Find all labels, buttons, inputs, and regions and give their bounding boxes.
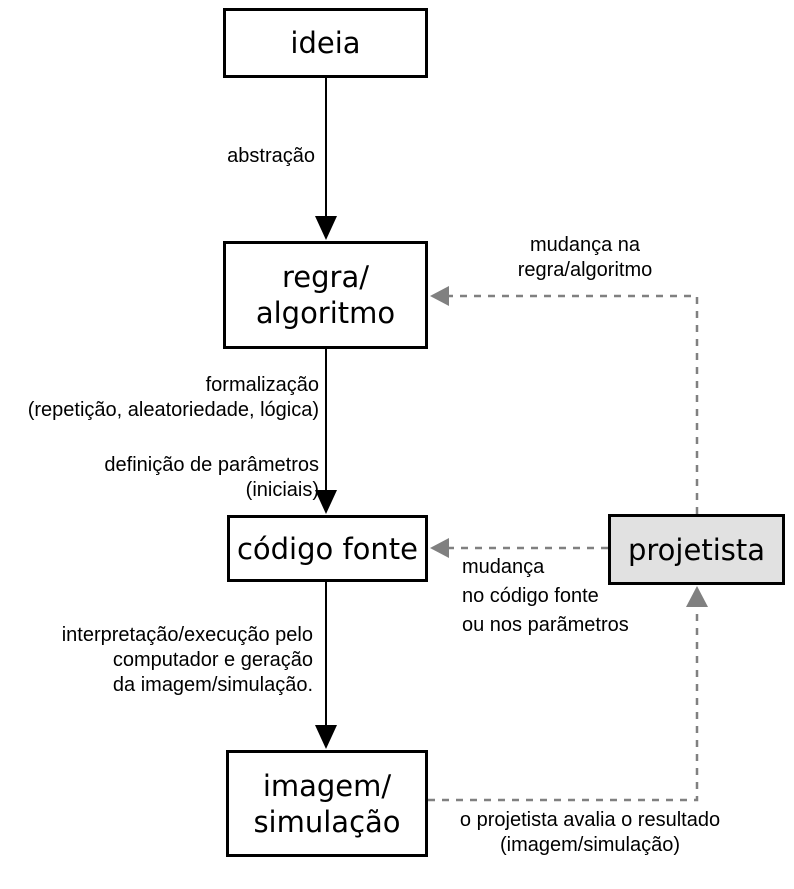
avaliacao-edge-label-line2: (imagem/simulação) [499, 834, 681, 856]
abstracao-edge-label-text: abstração [227, 145, 315, 167]
ideia-box-label: ideia [290, 26, 361, 60]
codigo-fonte-box: código fonte [227, 515, 428, 582]
projetista-box-label: projetista [627, 532, 765, 567]
arrowhead-down-icon [315, 216, 337, 240]
interpretacao-edge-label-line2: computador e geração [112, 649, 313, 671]
regra-algoritmo-box-label-line2: algoritmo [255, 296, 396, 330]
imagem-simulacao-box-label-line1: imagem/ [262, 768, 392, 803]
mudanca-regra-edge-label-line1: mudança na [529, 234, 641, 256]
mudanca-codigo-edge-label-line1: mudança [462, 556, 545, 578]
arrowhead-down-icon [315, 490, 337, 514]
imagem-simulacao-box: imagem/ simulação [226, 750, 428, 857]
arrow-regra-to-codigo [315, 349, 337, 514]
definicao-parametros-edge-label-line1: definição de parâmetros [104, 454, 319, 476]
interpretacao-edge-label-line1: interpretação/execução pelo [61, 624, 313, 646]
avaliacao-edge-label: o projetista avalia o resultado (imagem/… [440, 808, 740, 858]
mudanca-regra-edge-label: mudança na regra/algoritmo [465, 233, 705, 283]
imagem-simulacao-box-label-line2: simulação [253, 804, 401, 839]
arrow-codigo-to-imagem [315, 582, 337, 749]
dashed-arrow-projetista-to-codigo [430, 538, 608, 558]
ideia-box: ideia [223, 8, 428, 78]
definicao-parametros-edge-label: definição de parâmetros (iniciais) [104, 453, 319, 503]
formalizacao-edge-label-line2: (repetição, aleatoriedade, lógica) [27, 399, 319, 421]
formalizacao-edge-label: formalização (repetição, aleatoriedade, … [28, 373, 319, 423]
regra-algoritmo-box-label-line1: regra/ [282, 260, 369, 294]
avaliacao-edge-label-line1: o projetista avalia o resultado [459, 809, 721, 831]
arrowhead-down-icon [315, 725, 337, 749]
mudanca-codigo-edge-label-line2: no código fonte [462, 585, 599, 607]
regra-algoritmo-box: regra/ algoritmo [223, 241, 428, 349]
arrowhead-up-icon [686, 586, 708, 607]
dashed-arrow-imagem-to-projetista [428, 586, 708, 802]
projetista-box: projetista [608, 514, 785, 585]
mudanca-regra-edge-label-line2: regra/algoritmo [517, 259, 653, 281]
interpretacao-edge-label: interpretação/execução pelo computador e… [62, 623, 313, 698]
definicao-parametros-edge-label-line2: (iniciais) [245, 479, 319, 501]
dashed-arrow-projetista-to-regra [430, 286, 699, 514]
arrowhead-left-icon [430, 286, 449, 306]
arrow-ideia-to-regra [315, 78, 337, 240]
codigo-fonte-box-label: código fonte [236, 531, 419, 566]
mudanca-codigo-edge-label-line3: ou nos parãmetros [462, 614, 629, 636]
mudanca-codigo-edge-label: mudança no código fonte ou nos parãmetro… [462, 553, 629, 640]
formalizacao-edge-label-line1: formalização [205, 374, 319, 396]
arrowhead-left-icon [430, 538, 449, 558]
abstracao-edge-label: abstração [227, 144, 315, 169]
interpretacao-edge-label-line3: da imagem/simulação. [112, 674, 313, 696]
